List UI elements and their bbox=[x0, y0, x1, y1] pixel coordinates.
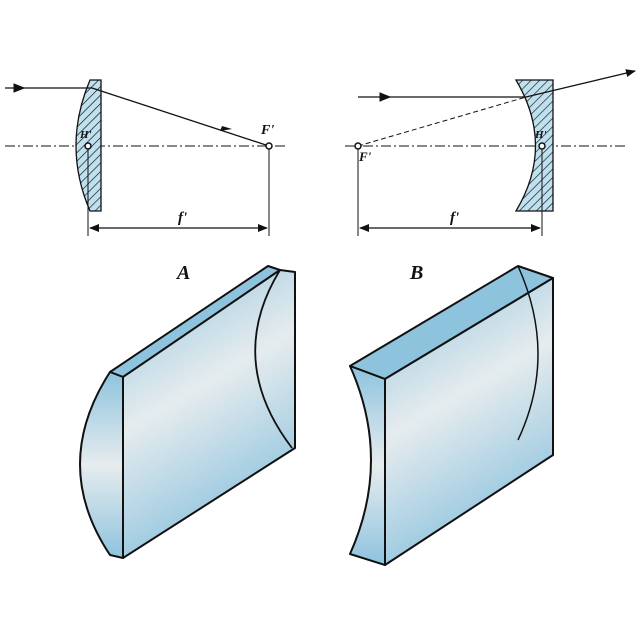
lens-a-section bbox=[5, 79, 285, 236]
concave-face bbox=[349, 365, 386, 566]
front-face bbox=[122, 269, 296, 559]
plano-concave-lens bbox=[514, 79, 554, 212]
principal-point bbox=[538, 142, 546, 150]
focal-point bbox=[354, 142, 362, 150]
lens-b-section bbox=[345, 69, 636, 236]
figure-label-b: B bbox=[409, 262, 423, 284]
focal-point bbox=[265, 142, 273, 150]
label-f-prime-b: F' bbox=[358, 149, 372, 164]
label-focal-length-a: f' bbox=[178, 210, 187, 226]
convex-face bbox=[79, 371, 124, 559]
lens-a-3d bbox=[79, 265, 296, 559]
lens-b-3d bbox=[349, 265, 554, 566]
figure-label-a: A bbox=[175, 262, 190, 284]
back-curve bbox=[254, 269, 293, 449]
back-curve bbox=[517, 265, 539, 441]
label-focal-length-b: f' bbox=[450, 210, 459, 226]
label-f-prime-a: F' bbox=[260, 123, 274, 138]
front-face bbox=[384, 277, 554, 566]
refracted-ray bbox=[91, 87, 270, 147]
diverging-ray bbox=[525, 69, 636, 98]
virtual-ray-extension bbox=[357, 96, 527, 147]
label-h-prime-a: H' bbox=[79, 129, 92, 141]
principal-point bbox=[84, 142, 92, 150]
label-h-prime-b: H' bbox=[534, 129, 547, 141]
